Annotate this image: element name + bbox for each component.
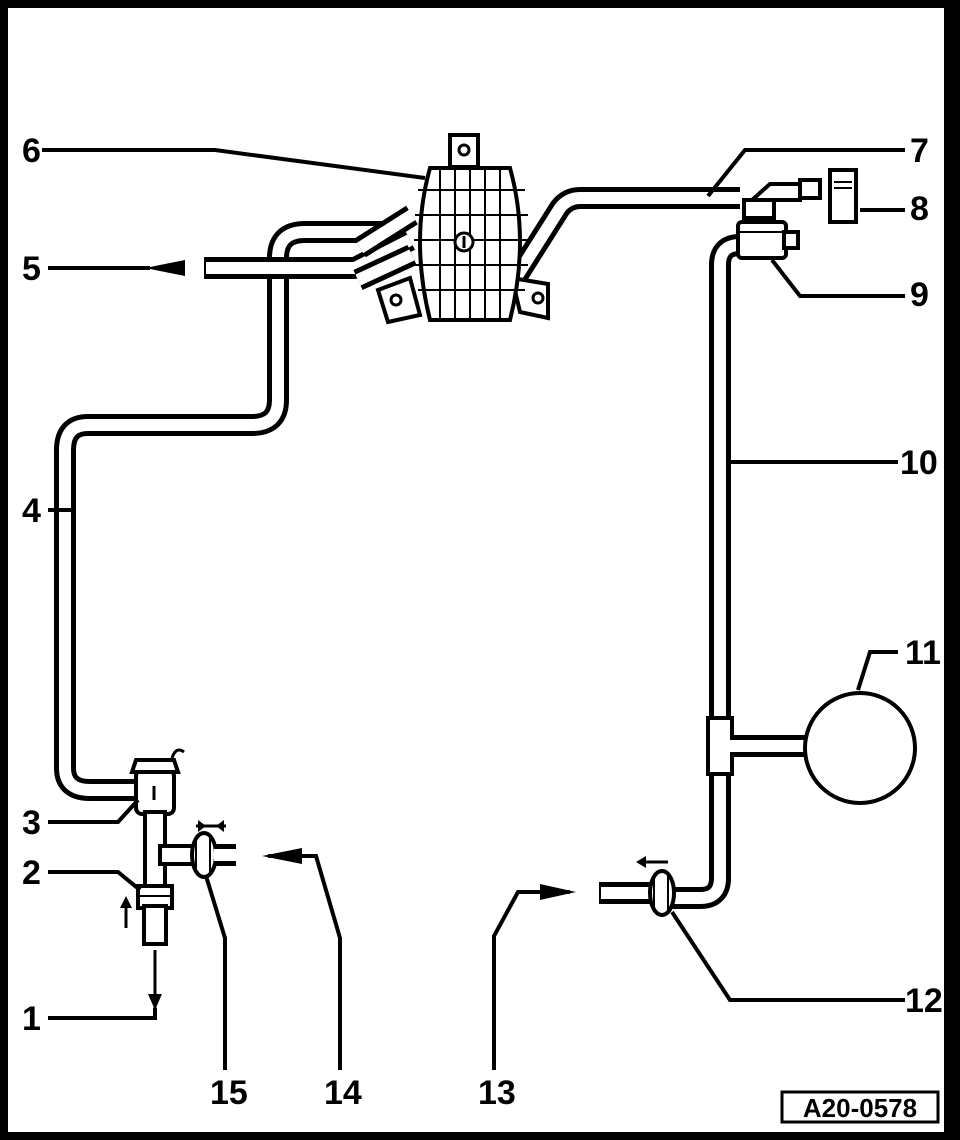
hose-4 xyxy=(54,221,400,801)
label-3: 3 xyxy=(22,804,41,842)
vacuum-hose-diagram: 6 5 4 3 2 1 15 14 13 12 11 10 9 8 7 A20-… xyxy=(22,132,943,1124)
label-12: 12 xyxy=(905,982,943,1020)
label-4: 4 xyxy=(22,492,41,530)
label-2: 2 xyxy=(22,854,41,892)
hose-connector-lines xyxy=(353,205,418,290)
label-13: 13 xyxy=(478,1074,516,1112)
connector-8 xyxy=(798,168,858,224)
label-15: 15 xyxy=(210,1074,248,1112)
valve-9 xyxy=(736,182,802,260)
label-10: 10 xyxy=(900,444,938,482)
label-14: 14 xyxy=(324,1074,362,1112)
hose-5 xyxy=(204,230,415,279)
hose-7 xyxy=(495,187,740,301)
flow-arrows-left xyxy=(120,896,162,1010)
label-1: 1 xyxy=(22,1000,41,1038)
vacuum-reservoir xyxy=(803,691,917,805)
label-11: 11 xyxy=(905,634,941,672)
hose-13 xyxy=(599,882,655,904)
label-7: 7 xyxy=(910,132,929,170)
tee-piece xyxy=(706,716,805,776)
leader-lines xyxy=(42,148,905,1070)
label-6: 6 xyxy=(22,132,41,170)
valve-block-6 xyxy=(375,133,550,325)
tee-2-15 xyxy=(136,810,198,946)
label-5: 5 xyxy=(22,250,41,288)
hose-10 xyxy=(670,234,741,909)
label-9: 9 xyxy=(910,276,929,314)
diagram-frame: 6 5 4 3 2 1 15 14 13 12 11 10 9 8 7 A20-… xyxy=(8,8,944,1132)
valve-3 xyxy=(129,748,185,816)
figure-id-box: A20-0578 xyxy=(780,1090,940,1124)
check-valve-12 xyxy=(636,856,676,917)
check-valve-15 xyxy=(190,820,236,879)
label-8: 8 xyxy=(910,190,929,228)
figure-id: A20-0578 xyxy=(803,1093,917,1123)
